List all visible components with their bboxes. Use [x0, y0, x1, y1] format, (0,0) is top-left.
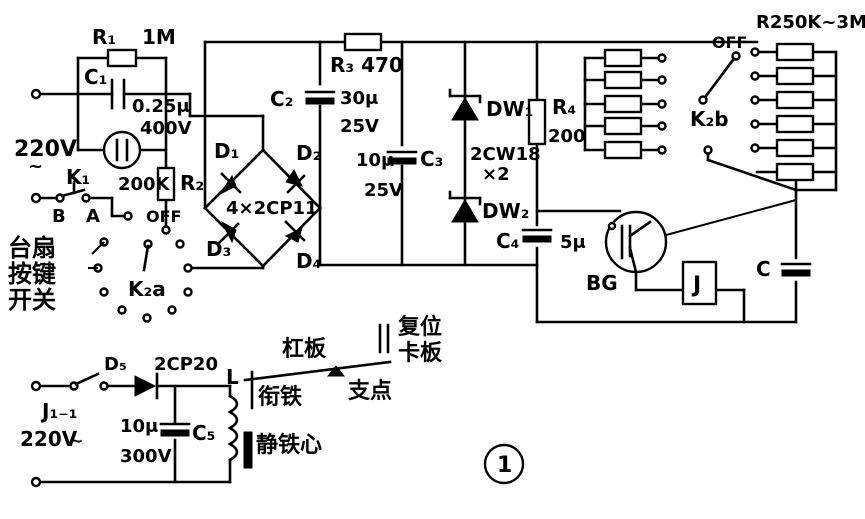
label-k2b: K₂b — [690, 107, 729, 131]
bridge-rectifier — [218, 169, 306, 244]
label-c: C — [756, 257, 771, 281]
label-lever: 杠板 — [282, 336, 327, 362]
label-j11: J₁₋₁ — [40, 399, 78, 423]
label-off-k2b: OFF — [712, 33, 747, 52]
label-mains-top-tilde: ~ — [28, 156, 43, 177]
label-c2: C₂ — [270, 87, 293, 111]
label-pivot: 支点 — [348, 378, 392, 404]
rotary-switch-k2b — [657, 47, 760, 155]
label-d1: D₁ — [214, 139, 239, 163]
label-k2a: K₂a — [128, 277, 166, 301]
label-dw-type: 2CW18 — [470, 144, 541, 165]
inductor-l — [227, 394, 239, 462]
label-j: J — [691, 273, 701, 298]
resistor-ladder-right — [775, 42, 815, 182]
label-c4: C₄ — [496, 229, 519, 253]
resistor-r3 — [343, 32, 383, 52]
label-c3-voltage: 25V — [364, 180, 403, 201]
terminal-top-left — [30, 88, 42, 100]
capacitor-c2 — [304, 90, 336, 105]
label-l: L — [226, 365, 239, 389]
reset-plate — [378, 323, 390, 354]
capacitor-c5 — [159, 422, 191, 437]
label-mains-bottom: 220V — [20, 427, 78, 451]
label-c2-value: 30μ — [340, 88, 378, 109]
label-c4-value: 5μ — [560, 232, 586, 253]
label-c2-voltage: 25V — [340, 116, 379, 137]
labels: R₁ 1M C₁ 0.25μ 400V 220V ~ K₁ B A 200K R… — [8, 12, 865, 478]
switch-k1 — [55, 180, 91, 203]
rotary-switch-k2a — [88, 211, 193, 323]
label-fig-number: 1 — [497, 453, 512, 478]
label-c1: C₁ — [84, 65, 107, 89]
label-c5: C₅ — [192, 421, 215, 445]
label-k1: K₁ — [66, 165, 90, 189]
label-r4-value: 200 — [548, 126, 586, 147]
label-r2: R₂ — [180, 171, 204, 195]
components — [30, 32, 815, 488]
label-dw-count: ×2 — [482, 164, 510, 185]
label-key-switch: 按键 — [8, 260, 56, 288]
capacitor-c1 — [110, 78, 126, 110]
label-c5-voltage: 300V — [120, 446, 172, 467]
label-mains-bottom-tilde: ~ — [70, 431, 83, 450]
label-dw2: DW₂ — [482, 199, 529, 223]
resistor-ladder-left — [603, 48, 643, 160]
label-dw1: DW₁ — [486, 97, 533, 121]
capacitor-c4 — [521, 228, 553, 243]
label-r3: R₃ 470 — [330, 53, 403, 77]
resistor-r1 — [106, 48, 138, 68]
relay-coil-j — [681, 260, 718, 306]
label-r1: R₁ — [92, 25, 116, 49]
label-armature: 衔铁 — [258, 384, 302, 410]
label-bg: BG — [586, 271, 618, 295]
label-reset-plate: 复位 — [397, 314, 442, 340]
label-c3: C₃ — [420, 147, 443, 171]
label-b: B — [52, 206, 66, 227]
zener-dw1 — [448, 88, 482, 121]
fig-number-circle — [483, 443, 525, 485]
label-table-fan: 台扇 — [8, 234, 56, 262]
label-c3-value: 10μ — [356, 150, 394, 171]
capacitor-c — [780, 262, 812, 277]
label-switch: 开关 — [8, 286, 56, 314]
label-r1-value: 1M — [142, 25, 176, 49]
label-a: A — [86, 206, 100, 227]
pivot-mark — [326, 365, 346, 377]
label-r4: R₄ — [552, 95, 576, 119]
label-c1-value: 0.25μ — [132, 96, 190, 117]
label-mains-top: 220V — [14, 137, 77, 162]
diode-d5 — [134, 372, 159, 400]
resistor-r4 — [527, 98, 547, 146]
label-d4: D₄ — [296, 249, 321, 273]
label-c1-voltage: 400V — [140, 118, 192, 139]
relay-contact-j11 — [30, 372, 109, 488]
label-r-range: R250K~3M — [756, 12, 865, 33]
label-reset-plate-2: 卡板 — [398, 341, 443, 366]
label-c5-value: 10μ — [120, 416, 158, 437]
label-r2-value: 200K — [118, 174, 171, 195]
label-bridge-type: 4×2CP11 — [226, 198, 318, 219]
label-d5: D₅ — [104, 354, 127, 375]
label-core: 静铁心 — [256, 432, 322, 458]
neon-lamp — [102, 130, 142, 170]
resistor-r2 — [156, 166, 176, 202]
terminal-bottom-low — [30, 476, 42, 488]
transistor-bg — [604, 210, 668, 274]
capacitor-c3 — [386, 150, 418, 165]
zener-dw2 — [448, 190, 482, 223]
label-off-k2a: OFF — [146, 207, 181, 226]
terminal-bottom-top — [30, 380, 42, 392]
label-d3: D₃ — [206, 237, 231, 261]
label-d2: D₂ — [296, 141, 321, 165]
terminal-k1-left — [30, 192, 42, 204]
iron-core — [243, 431, 253, 469]
label-d5-type: 2CP20 — [154, 354, 218, 375]
